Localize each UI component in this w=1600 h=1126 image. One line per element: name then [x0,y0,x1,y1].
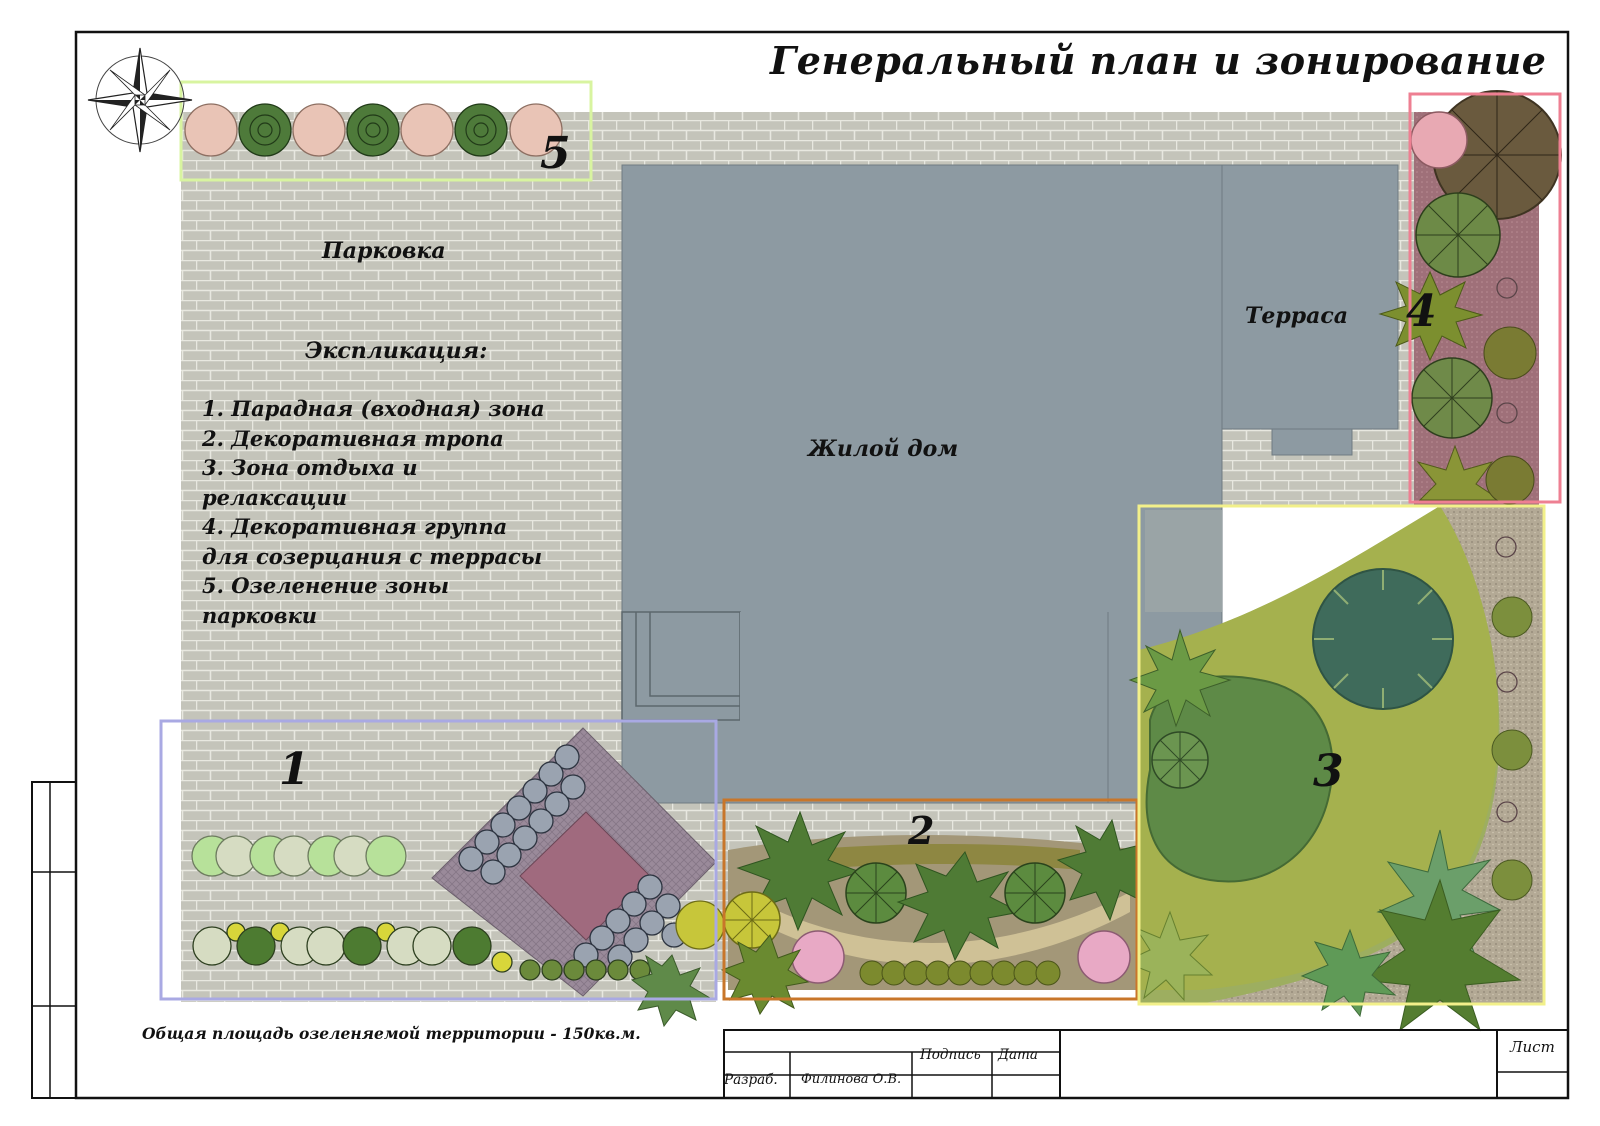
title-block-author: Филинова О.В. [801,1072,902,1087]
zone-4-number: 4 [1406,286,1437,337]
parking-hedge [184,103,563,157]
diamond-flowerbed [519,811,651,941]
title-block-date: Дата [998,1047,1038,1063]
zone-2-outline [722,798,1139,1001]
legend-line: 5. Озеленение зоны [202,573,450,598]
star-shrub [1128,628,1232,728]
zone-1-number: 1 [279,744,310,795]
terrace-steps [1271,428,1353,456]
porch [621,611,741,721]
star-shrub-4b [1416,444,1502,501]
page-title: Генеральный план и зонирование [770,38,1547,83]
north-arrow-icon [87,47,193,153]
low-hedge-2 [859,960,1061,986]
legend-line: релаксации [202,484,348,510]
star-tree-4 [1300,928,1397,1018]
side-stamp [31,781,77,1099]
title-block [723,1029,1569,1099]
star-shrub-1 [630,954,712,1028]
star-tree-3 [1122,910,1214,1002]
zone-3-outline [1137,504,1546,1006]
legend-line: для созерцания с террасы [202,543,543,569]
zone-2-number: 2 [908,808,935,853]
zone-1-outline [159,719,718,1001]
terrace [1221,164,1399,430]
legend-line: 4. Декоративная группа [202,514,508,539]
rose-row-4 [1495,277,1518,823]
pink-bush-1 [791,930,845,984]
shrub-row-zone3 [1491,596,1533,901]
round-shrub-4 [1485,455,1535,505]
spiral-marks [249,114,497,146]
legend-line: 1. Парадная (входная) зона [202,396,545,421]
legend-line: парковки [202,602,318,628]
zone-4-outline [1408,92,1562,504]
parking-label: Парковка [322,238,446,264]
star-shrub-2b [896,851,1022,962]
title-block-sign: Подпись [920,1047,981,1063]
area-note: Общая площадь озеленяемой территории - 1… [142,1024,641,1043]
light-shrubs-row [191,835,407,877]
legend-line: 3. Зона отдыха и [202,455,418,480]
title-block-developed: Разраб. [724,1072,778,1088]
star-shrub-2d [720,933,810,1016]
house-annex [1145,510,1222,612]
title-block-sheet: Лист [1510,1038,1555,1056]
explication-title: Экспликация: [305,338,488,364]
house-label: Жилой дом [808,436,959,462]
zone-5-number: 5 [540,128,571,179]
zone-3-number: 3 [1313,746,1344,797]
terrace-label: Терраса [1245,303,1349,329]
legend-line: 2. Декоративная тропа [202,425,504,451]
explication-list: 1. Парадная (входная) зона 2. Декоративн… [202,394,545,630]
star-tree-2 [1358,878,1522,1032]
round-shrub-2 [1483,326,1537,380]
mixed-hedge-row [192,922,651,981]
zone-5-outline [179,80,593,182]
pink-bush-2 [1077,930,1131,984]
star-shrub-4a [1378,270,1484,362]
pink-shrub [1410,111,1468,169]
shrub-mass [1145,675,1334,883]
